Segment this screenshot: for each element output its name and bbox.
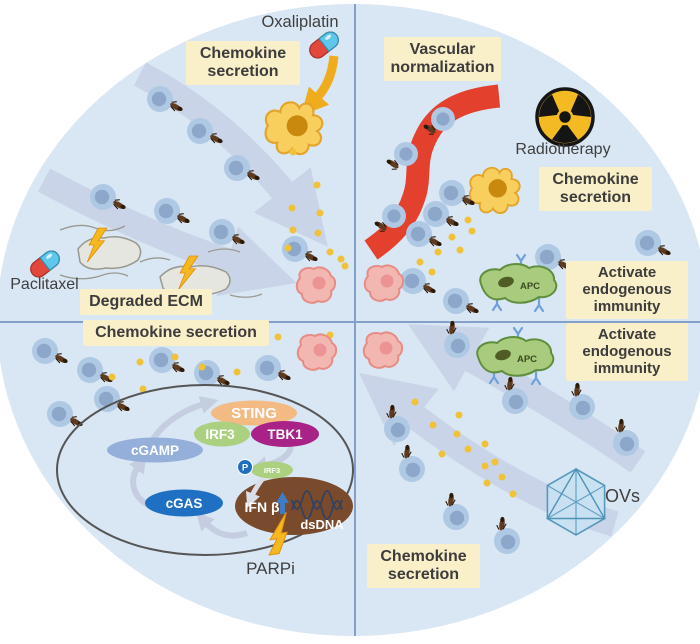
ecm-fiber [207,248,241,253]
paclitaxel-label: Paclitaxel [10,276,79,293]
radiotherapy-label: Radiotherapy [515,141,611,158]
oncolytic-virus-icon [546,467,606,536]
recruitment-arrow [37,168,297,297]
tbk1-node: TBK1 [251,421,319,447]
phospho-irf3-label: IRF3 [264,466,280,475]
activate-immunity-box-tr: Activate endogenous immunity [566,261,688,320]
tumor-cell-membrane [56,384,354,556]
pathway-arrow [245,476,266,508]
oxaliplatin-label: Oxaliplatin [261,13,339,31]
apc-cell-label: APC [520,281,540,292]
tumor-cell [295,266,337,304]
ifn-beta-label: IFN β [245,499,280,515]
tumor-cell [362,331,404,369]
chemokine-secretion-box-tl: Chemokine secretion [186,41,300,85]
cgamp-node: cGAMP [107,437,203,463]
tumor-cell [363,264,405,302]
pathway-arrow [149,396,219,443]
phospho-label: P [242,463,249,474]
quadrant-chemotherapy [26,28,349,298]
chemokine-secretion-box-tr: Chemokine secretion [539,167,652,211]
dsdna-helix [291,490,343,520]
ecm-fiber [139,257,171,263]
ecm-fiber [229,293,263,298]
ecm-fiber [59,224,126,232]
parpi-label: PARPi [246,559,295,578]
quadrant-parpi: STING TBK1 IRF3 cGAMP cGAS IRF3 P IFN β [32,331,354,556]
ovs-label: OVs [605,486,641,506]
vascular-normalization-box: Vascular normalization [384,37,501,81]
degraded-ecm-box: Degraded ECM [80,289,212,315]
upregulation-arrow-icon [276,492,289,514]
chemokine-secretion-box-bl: Chemokine secretion [83,320,269,346]
ecm-fragment [77,236,142,270]
irf3-node [194,421,250,447]
activate-immunity-box-br: Activate endogenous immunity [566,323,688,382]
quadrant-oncolytic-virus: APC [384,320,639,554]
cgamp-label: cGAMP [131,443,179,458]
tbk1-label: TBK1 [267,427,303,442]
tumor-cell [296,333,338,371]
cgas-label: cGAS [166,496,203,511]
sting-node: STING [211,400,297,426]
chemokine-secretion-box-br: Chemokine secretion [367,544,480,588]
phospho-irf3-node: IRF3 P [237,459,293,479]
pathway-arrow [195,511,248,539]
cgas-node: cGAS [145,489,223,517]
quadrant-radiotherapy: APC [364,84,673,316]
irf3-label: IRF3 [205,427,235,442]
sting-label: STING [231,405,277,422]
dsdna-label: dsDNA [300,517,344,532]
ecm-fiber [59,272,129,280]
drug-effect-arrow [300,55,339,116]
radiation-icon [535,87,595,147]
apc-cell-label: APC [517,354,537,365]
